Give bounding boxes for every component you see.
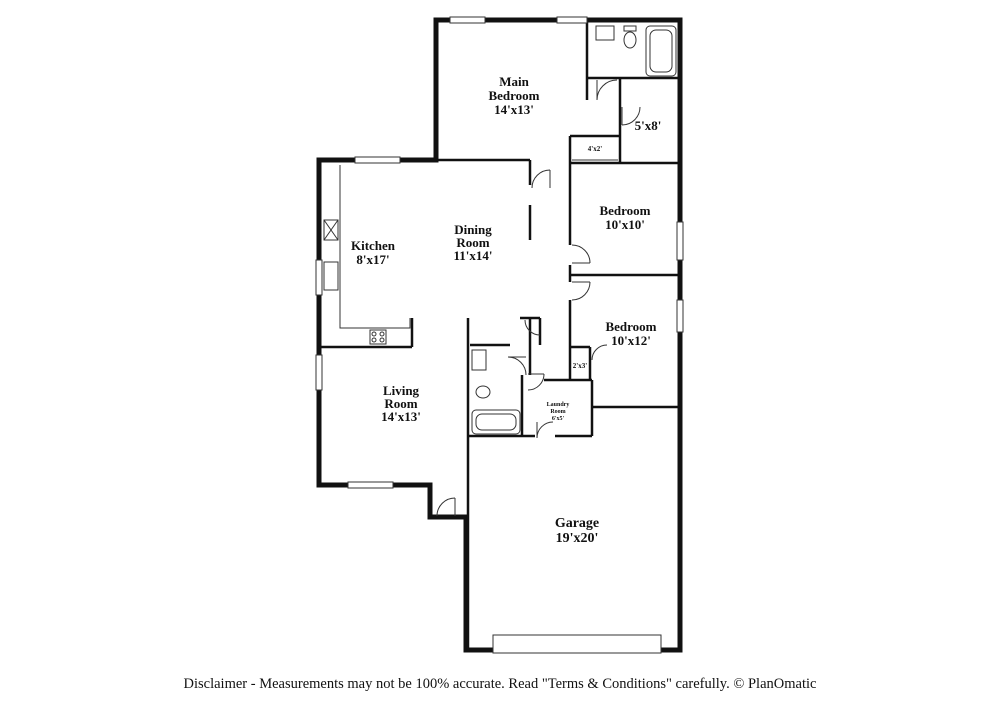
window <box>676 299 684 333</box>
room-dims-closet-main: 4'x2' <box>588 145 602 153</box>
room-dims-laundry-room: 6'x5' <box>552 416 565 422</box>
room-label-garage: Garage <box>555 516 599 531</box>
room-dims-bedroom-2: 10'x12' <box>611 333 651 348</box>
room-dims-garage: 19'x20' <box>556 531 599 546</box>
window <box>354 156 401 164</box>
window <box>676 221 684 261</box>
window <box>315 354 323 391</box>
room-dims-kitchen: 8'x17' <box>356 252 389 267</box>
room-dims-dining-room: 11'x14' <box>453 248 492 263</box>
room-label-main-bedroom-2: Bedroom <box>488 88 539 103</box>
bathtub-icon <box>471 409 521 435</box>
stove-icon <box>369 329 387 345</box>
room-label-laundry-room: Laundry <box>547 402 570 408</box>
toilet-icon <box>475 385 491 399</box>
windows <box>315 16 684 654</box>
room-dims-main-bedroom: 14'x13' <box>494 102 534 117</box>
sink-icon <box>595 25 615 41</box>
room-label-living-room-2: Room <box>384 396 417 411</box>
window <box>315 259 323 296</box>
room-label-living-room: Living <box>383 383 420 398</box>
garage-door <box>492 634 662 654</box>
room-dims-bath-closet: 5'x8' <box>635 118 662 133</box>
refrigerator-icon <box>323 219 339 241</box>
room-label-dining-room-2: Room <box>456 235 489 250</box>
disclaimer-text: Disclaimer - Measurements may not be 100… <box>183 676 817 692</box>
toilet-icon <box>623 31 637 49</box>
window <box>347 481 394 489</box>
window <box>449 16 486 24</box>
room-label-kitchen: Kitchen <box>351 238 396 253</box>
bathtub-icon <box>645 25 677 77</box>
sink-icon <box>471 349 487 371</box>
room-dims-closet-bedroom-2: 2'x3' <box>573 362 587 370</box>
room-dims-living-room: 14'x13' <box>381 409 421 424</box>
room-label-bedroom-2: Bedroom <box>605 319 656 334</box>
room-dims-bedroom-1: 10'x10' <box>605 217 645 232</box>
interior-walls <box>319 22 680 650</box>
room-label-main-bedroom: Main <box>499 74 529 89</box>
room-labels: Main Bedroom 14'x13' 5'x8' 4'x2' Kitchen… <box>351 74 661 546</box>
kitchen-sink-icon <box>323 261 339 291</box>
window <box>556 16 588 24</box>
doors <box>436 79 641 517</box>
room-label-laundry-room-2: Room <box>550 409 565 415</box>
room-label-bedroom-1: Bedroom <box>599 203 650 218</box>
fixtures <box>323 25 677 435</box>
room-label-dining-room: Dining <box>454 222 492 237</box>
